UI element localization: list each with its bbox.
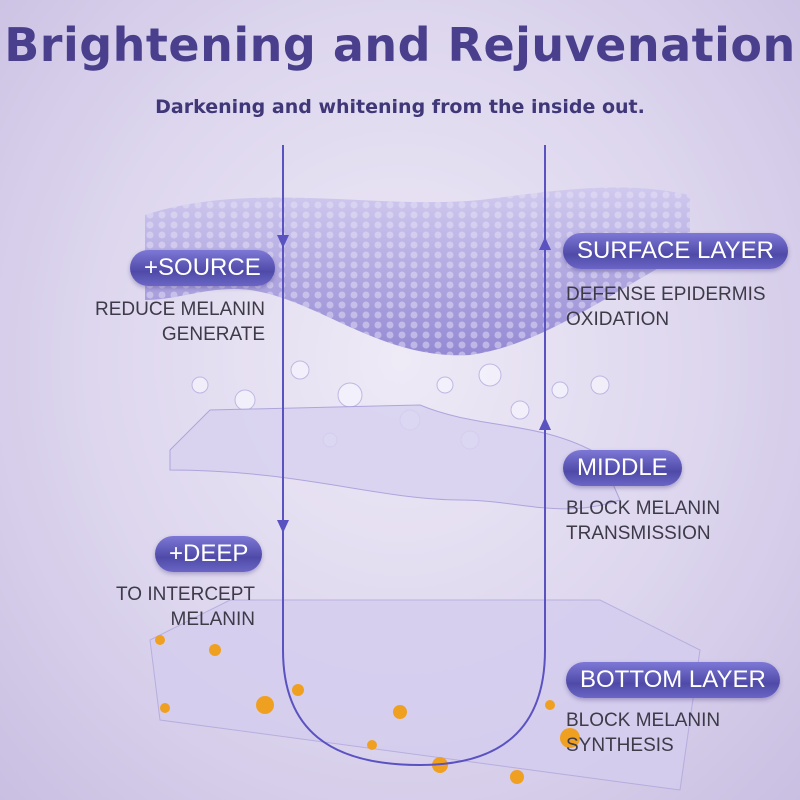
deep-tag: +DEEP xyxy=(155,536,263,572)
bubbles xyxy=(191,360,610,450)
middle-line-1: BLOCK MELANIN xyxy=(566,498,721,519)
source-description: REDUCE MELANIN GENERATE xyxy=(95,297,265,347)
surface-layer xyxy=(145,187,690,356)
source-line-1: REDUCE MELANIN xyxy=(95,299,265,320)
middle-layer-tag: MIDDLE xyxy=(563,450,682,486)
middle-description: BLOCK MELANIN TRANSMISSION xyxy=(566,496,720,546)
page-title: Brightening and Rejuvenation xyxy=(4,18,796,72)
arrow-up-icon xyxy=(539,417,551,430)
arrow-down-icon xyxy=(277,235,289,248)
deep-description: TO INTERCEPT MELANIN xyxy=(116,582,255,632)
melanin-particles xyxy=(155,635,580,784)
arrow-down-icon xyxy=(277,520,289,533)
surface-line-1: DEFENSE EPIDERMIS xyxy=(566,284,766,305)
arrow-up-icon xyxy=(539,237,551,250)
bottom-line-1: BLOCK MELANIN xyxy=(566,710,721,731)
deep-line-2: MELANIN xyxy=(170,609,255,630)
flow-arrow-path xyxy=(282,145,546,767)
deep-line-1: TO INTERCEPT xyxy=(116,584,255,605)
bottom-layer-tag: BOTTOM LAYER xyxy=(566,662,780,698)
surface-layer-tag: SURFACE LAYER xyxy=(563,233,788,269)
surface-description: DEFENSE EPIDERMIS OXIDATION xyxy=(566,282,766,332)
bottom-description: BLOCK MELANIN SYNTHESIS xyxy=(566,708,720,758)
middle-line-2: TRANSMISSION xyxy=(566,523,711,544)
middle-layer xyxy=(169,404,621,510)
source-line-2: GENERATE xyxy=(161,324,265,345)
surface-line-2: OXIDATION xyxy=(566,309,670,330)
source-tag: +SOURCE xyxy=(130,250,275,286)
bottom-line-2: SYNTHESIS xyxy=(566,735,674,756)
page-subtitle: Darkening and whitening from the inside … xyxy=(155,96,645,118)
